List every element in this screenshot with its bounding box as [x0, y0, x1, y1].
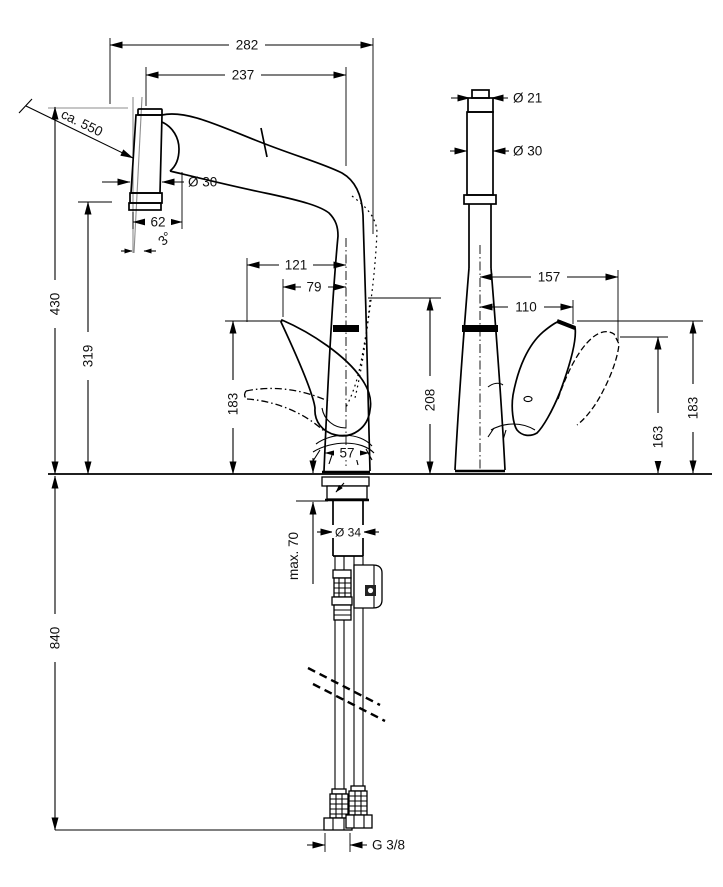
handle-solid: [280, 318, 372, 437]
dim-shank-diameter: Ø 34: [335, 526, 361, 540]
side-view: [454, 89, 620, 473]
dim-handle-open-reach: 157: [538, 270, 561, 285]
mounting-nut-right: [345, 814, 373, 829]
dim-spray-head-diameter: Ø 30: [188, 175, 217, 190]
reference-lines: [48, 96, 712, 831]
dim-spout-height: 208: [423, 389, 438, 412]
handle-open-dashed: [243, 387, 331, 433]
dim-overall-width: 282: [236, 38, 259, 53]
hose-connectors: [323, 785, 373, 831]
break-line: [307, 666, 381, 707]
dim-handle-reach: 79: [306, 280, 321, 295]
dim-base-width: 57: [339, 446, 354, 461]
dim-spout-underside-height: 319: [81, 345, 96, 368]
break-line: [312, 682, 386, 723]
supply-hoses: [307, 556, 386, 794]
dim-hose-length-below: 840: [48, 627, 63, 650]
dim-spray-head-width: 62: [150, 215, 165, 230]
ring-band: [463, 194, 497, 205]
handle-dome: [312, 434, 375, 466]
handle-tip-edge: [556, 319, 576, 330]
dim-mounting-thickness: max. 70: [286, 532, 301, 580]
dim-handle-swing-reach: 121: [285, 258, 308, 273]
side-handle-open-dashed: [557, 331, 620, 426]
spout-swivel-dotted: [344, 195, 378, 410]
dim-handle-height-front: 183: [226, 393, 241, 416]
dim-handle-open-height: 163: [651, 426, 666, 449]
dim-spray-tip-diameter: Ø 21: [513, 91, 542, 106]
side-body: [454, 89, 506, 473]
dim-spray-head-angle: 3°: [155, 229, 175, 249]
dim-handle-reach-side: 110: [515, 300, 537, 315]
front-view: [128, 108, 386, 831]
dim-hose-extension: ca. 550: [59, 107, 105, 140]
dim-body-diameter: Ø 30: [513, 144, 542, 159]
spout: [161, 113, 378, 472]
dimensions: 282 237 ca. 550 Ø 30 62 3° 121 79 57 430…: [18, 38, 703, 853]
dim-handle-height-side: 183: [686, 397, 701, 420]
dim-thread-size: G 3/8: [372, 838, 405, 853]
spray-head-joint-mark: [260, 127, 268, 158]
pivot-pin: [523, 395, 533, 403]
spray-tip: [471, 89, 490, 99]
clip-arrow: [335, 482, 345, 493]
dim-spout-reach: 237: [232, 68, 255, 83]
mounting-assembly: [321, 476, 370, 557]
spray-head: [128, 108, 180, 211]
dim-overall-height: 430: [48, 293, 63, 316]
side-handle-solid: [487, 319, 577, 441]
